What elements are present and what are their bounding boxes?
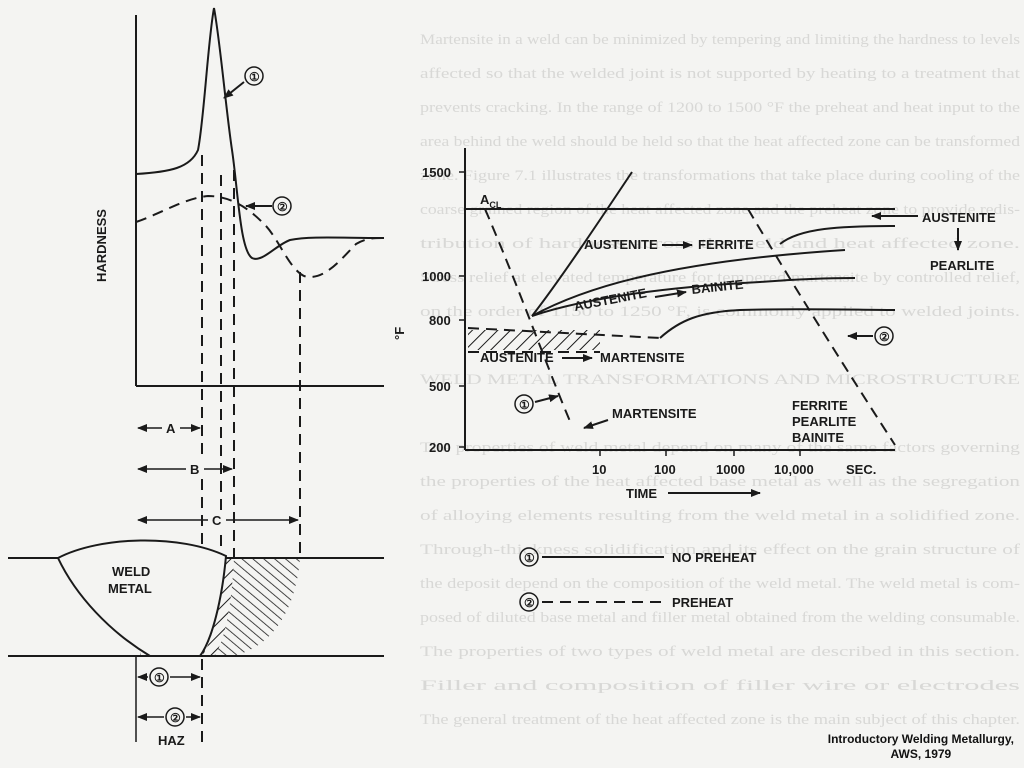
y-tick-200: 200: [429, 440, 451, 455]
background-text-line: affected so that the welded joint is not…: [420, 66, 1021, 82]
x-tick-10: 10: [592, 462, 606, 477]
x-tick-1000: 1000: [716, 462, 745, 477]
y-tick-500: 500: [429, 379, 451, 394]
background-text-line: The properties of weld metal depend on m…: [420, 440, 1021, 456]
legend-marker-2: ②: [524, 596, 535, 610]
background-text-line: the deposit depend on the composition of…: [420, 576, 1020, 592]
legend-label-no-preheat: NO PREHEAT: [672, 550, 756, 565]
marker-circle-1: [244, 66, 264, 86]
weld-label-line1: WELD: [112, 564, 150, 579]
legend-label-preheat: PREHEAT: [672, 595, 733, 610]
citation-line-2: AWS, 1979: [890, 747, 952, 761]
background-text-line: area behind the weld should be held so t…: [420, 134, 1021, 150]
cct-marker-2: ②: [879, 330, 890, 344]
martensite-hatched-band: [468, 330, 600, 350]
background-text-line: Filler and composition of filler wire or…: [420, 678, 1020, 694]
x-tick-100: 100: [654, 462, 676, 477]
cct-marker-1: ①: [519, 398, 530, 412]
martensite-start-dashed: [467, 327, 661, 339]
hardness-curve-no-preheat: [135, 7, 385, 260]
background-text-line: Through-thickness solidification and its…: [420, 542, 1020, 558]
zone-dimensions: A B C: [137, 419, 299, 529]
background-text-line: prevents cracking. In the range of 1200 …: [420, 100, 1020, 116]
background-text-line: Stress relief at elevated temperature fo…: [420, 270, 1020, 286]
martensite-label-2: MARTENSITE: [612, 406, 697, 421]
y-tick-1500: 1500: [422, 165, 451, 180]
background-text-line: The properties of two types of weld meta…: [420, 644, 1020, 660]
legend: ① NO PREHEAT ② PREHEAT: [519, 547, 756, 612]
austenite-label-3: AUSTENITE: [480, 350, 554, 365]
legend-marker-1: ①: [524, 551, 535, 565]
cooling-curve-no-preheat: [484, 208, 573, 427]
hardness-axis-label: HARDNESS: [94, 209, 109, 282]
haz-marker-circle-1: [149, 667, 169, 687]
dimension-b-label: B: [190, 462, 199, 477]
austenite-label-1: AUSTENITE: [584, 237, 658, 252]
marker-circle-2: [272, 196, 292, 216]
cooling-curve-preheat: [747, 208, 896, 446]
ferrite-start-curve: [531, 249, 846, 317]
product-ferrite-label: FERRITE: [792, 398, 848, 413]
product-pearlite-label: PEARLITE: [792, 414, 857, 429]
x-tick-10000: 10,000: [774, 462, 814, 477]
cct-marker-circle-1: [514, 394, 534, 414]
acl-label: ACL: [480, 192, 502, 210]
weld-metal-bead: [56, 539, 228, 657]
background-text-line: the properties of the heat affected base…: [420, 474, 1021, 490]
haz-marker-1: ①: [154, 671, 165, 685]
martensite-label-1: MARTENSITE: [600, 350, 685, 365]
background-text-line: Martensite in a weld can be minimized by…: [420, 32, 1020, 48]
background-text-line: WELD METAL TRANSFORMATIONS AND MICROSTRU…: [420, 372, 1020, 388]
cct-diagram: 1500 1000 800 500 200 °F 10 100 1000 10,…: [392, 148, 996, 501]
cct-x-axis-label: TIME: [626, 486, 657, 501]
austenite-label-4: AUSTENITE: [922, 210, 996, 225]
ferrite-label: FERRITE: [698, 237, 754, 252]
legend-marker-circle-1: [519, 547, 539, 567]
background-page-text: Martensite in a weld can be minimized by…: [420, 32, 1021, 728]
haz-fine-grain-region: [214, 558, 300, 656]
marker-2-text: ②: [277, 200, 288, 214]
background-text-line: of alloying elements resulting from the …: [420, 508, 1020, 524]
background-text-line: The general treatment of the heat affect…: [420, 712, 1020, 728]
haz-marker-2: ②: [170, 711, 181, 725]
citation-line-1: Introductory Welding Metallurgy,: [827, 732, 1014, 746]
ferrite-start-steep-curve: [531, 171, 633, 317]
legend-marker-circle-2: [519, 592, 539, 612]
hardness-curve-preheat: [135, 194, 385, 278]
y-tick-1000: 1000: [422, 269, 451, 284]
product-bainite-label: BAINITE: [792, 430, 844, 445]
haz-marker-circle-2: [165, 707, 185, 727]
y-tick-800: 800: [429, 313, 451, 328]
bainite-end-curve: [659, 308, 896, 339]
cct-y-axis-label: °F: [392, 327, 407, 340]
bainite-start-curve: [531, 277, 856, 317]
marker-1-arrow: [223, 81, 245, 99]
pearlite-start-curve: [779, 225, 896, 245]
pearlite-label: PEARLITE: [930, 258, 995, 273]
weld-label-line2: METAL: [108, 581, 152, 596]
dimension-a-label: A: [166, 421, 176, 436]
hardness-panel: HARDNESS ① ②: [94, 7, 385, 387]
bainite-label: BAINITE: [691, 277, 745, 297]
background-text-line: posed of diluted base metal and filler m…: [420, 610, 1020, 626]
background-text-line: zone. Figure 7.1 illustrates the transfo…: [420, 168, 1020, 184]
cct-marker-circle-2: [874, 326, 894, 346]
marker-1-text: ①: [249, 70, 260, 84]
x-tick-sec: SEC.: [846, 462, 876, 477]
dimension-c-label: C: [212, 513, 222, 528]
background-text-line: tribution of hardness across the weld an…: [420, 236, 1020, 252]
haz-label: HAZ: [158, 733, 185, 748]
weld-cross-section: WELD METAL ① ② HAZ: [8, 539, 384, 748]
citation: Introductory Welding Metallurgy, AWS, 19…: [828, 732, 1014, 762]
